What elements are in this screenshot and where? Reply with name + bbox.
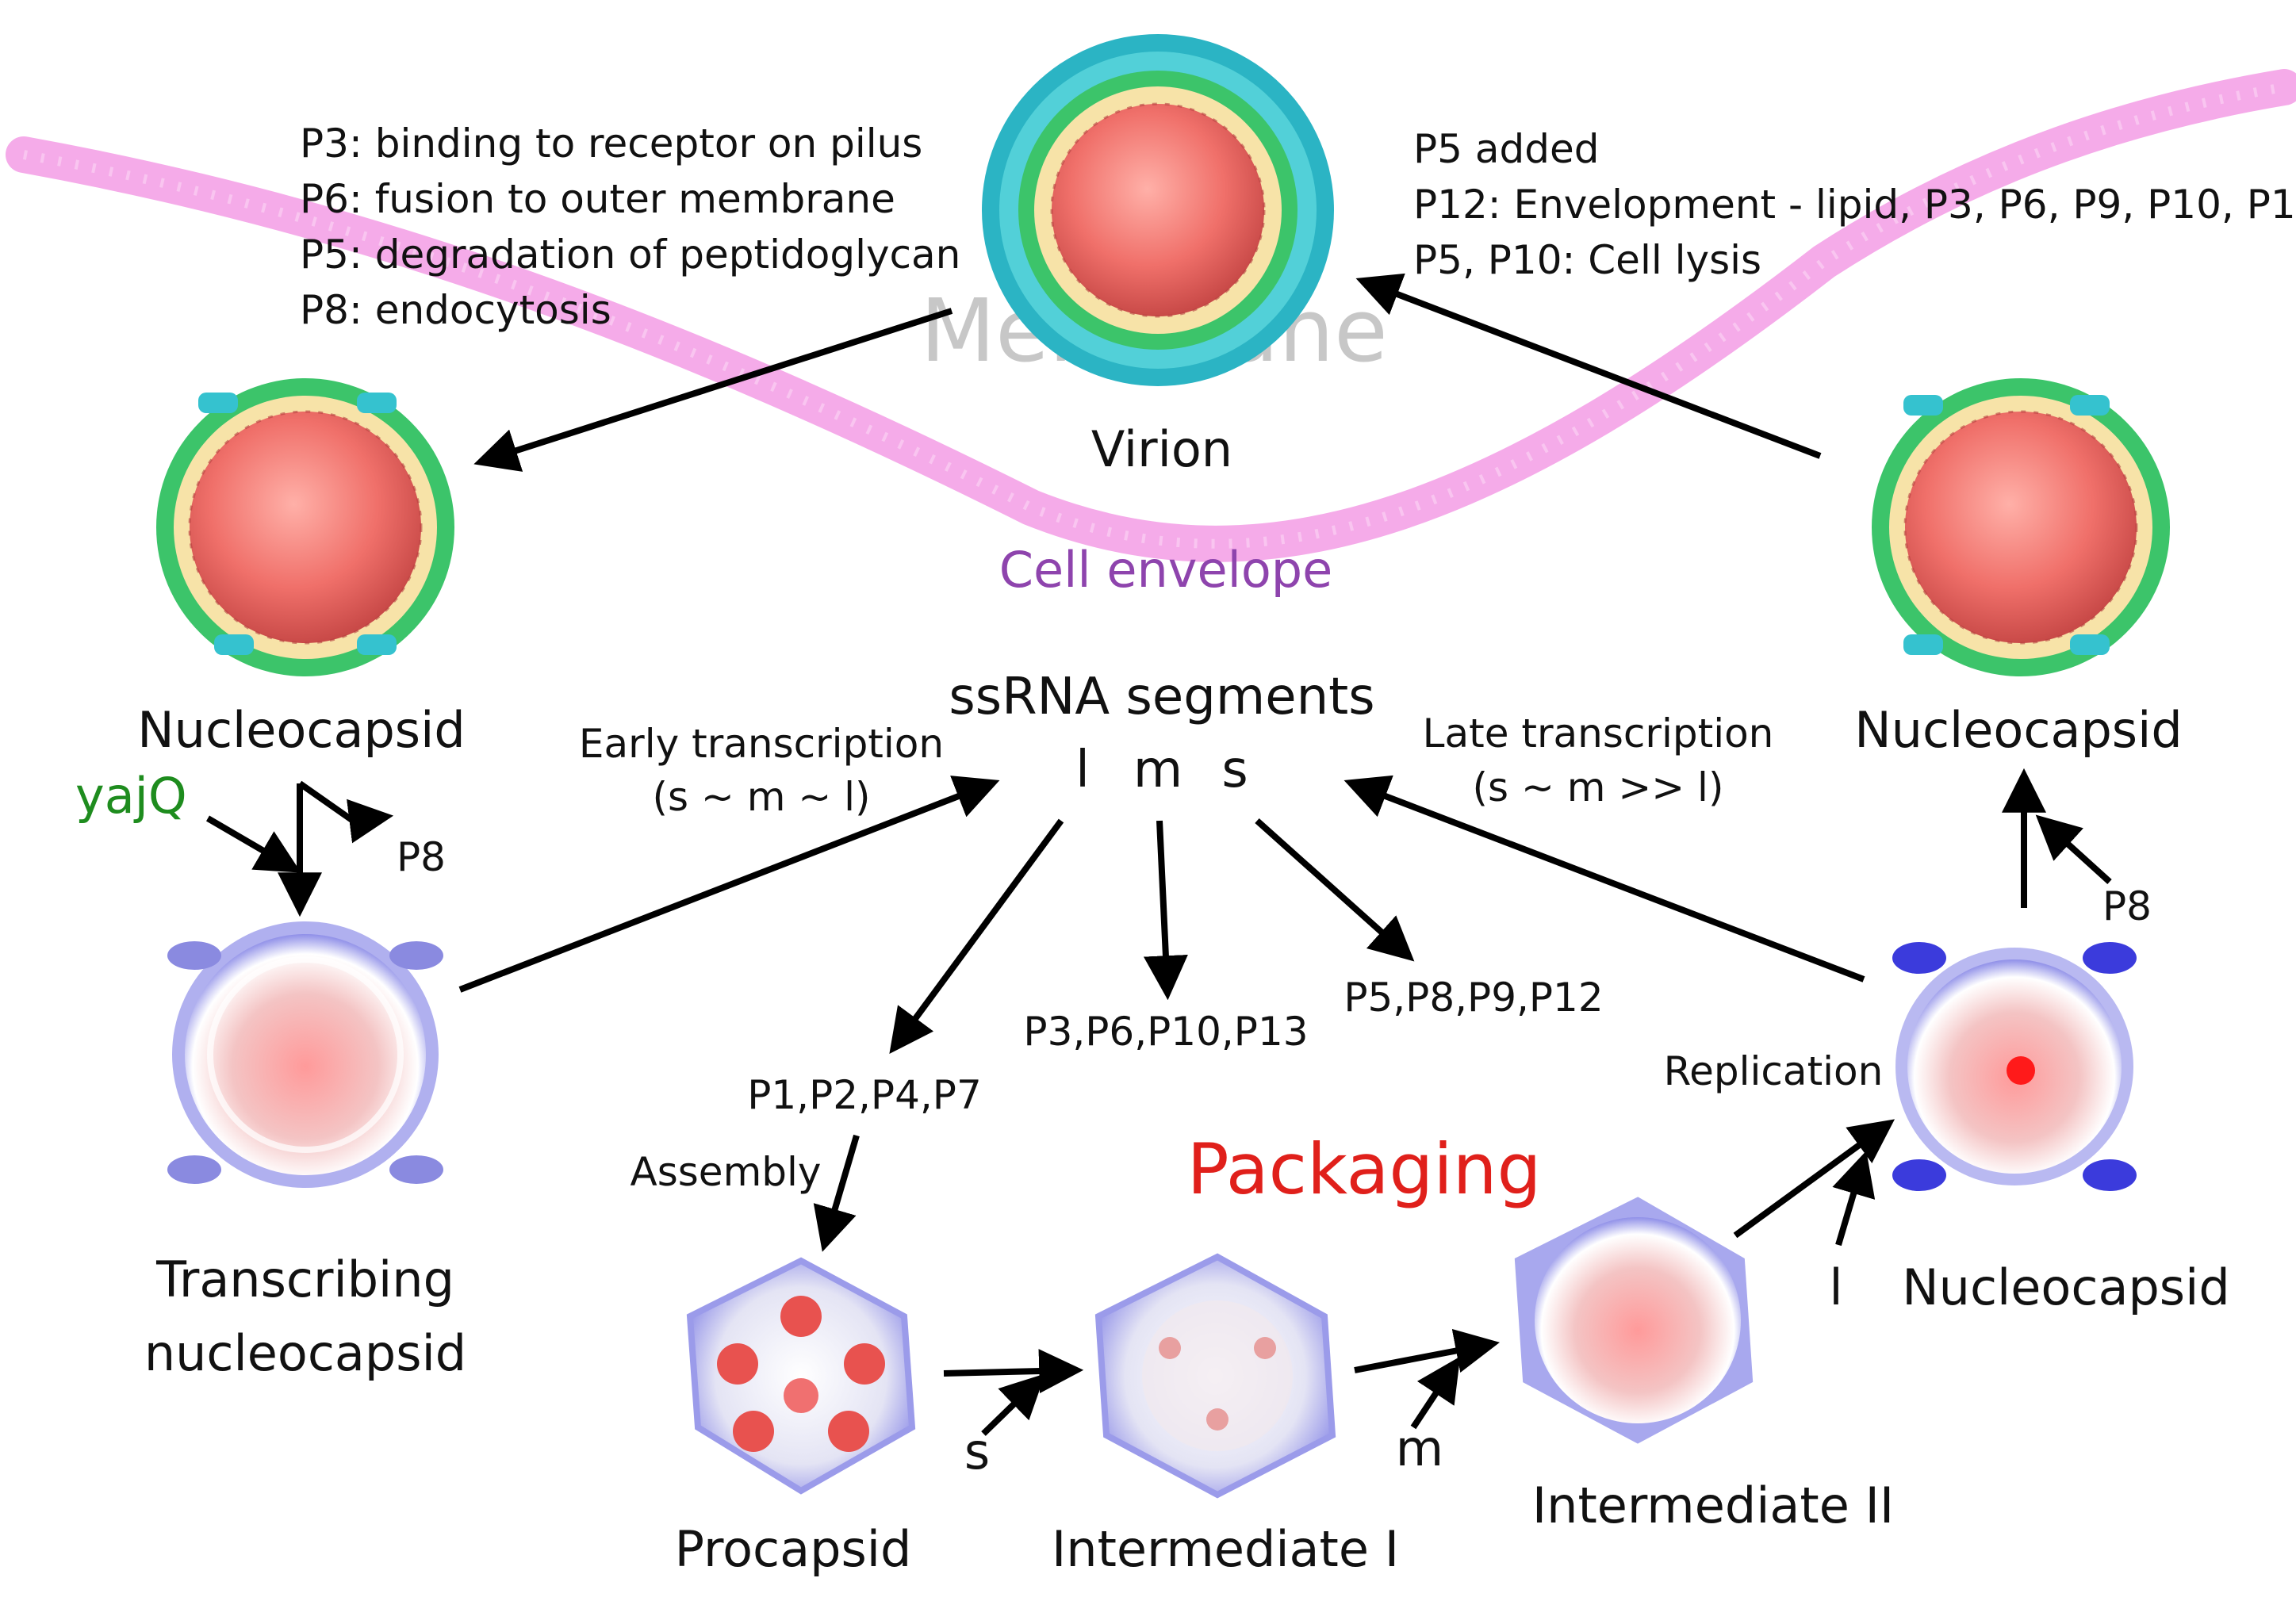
packaging-label: Packaging bbox=[1187, 1128, 1542, 1210]
arrow-early-transcription bbox=[458, 776, 1000, 993]
ssrna-segment-m: m bbox=[1133, 741, 1182, 799]
cell-envelope-membrane bbox=[6, 69, 2296, 562]
p8-right-label: P8 bbox=[2102, 883, 2152, 929]
arrow-m-input bbox=[1410, 1356, 1461, 1430]
packaging-input-l: l bbox=[1829, 1258, 1842, 1316]
late-transcription-line1: Late transcription bbox=[1423, 710, 1774, 756]
intermediate2-particle bbox=[1514, 1197, 1754, 1444]
intermediate1-label: Intermediate I bbox=[1052, 1520, 1399, 1578]
exit-note-p5-added: P5 added bbox=[1413, 126, 1599, 172]
virion-particle bbox=[982, 34, 1334, 386]
left-nucleocapsid-particle bbox=[156, 378, 454, 676]
arrow-late-transcription bbox=[1343, 775, 1865, 982]
p8-left-label: P8 bbox=[397, 834, 446, 880]
intermediate1-particle bbox=[1094, 1253, 1336, 1499]
ssrna-segment-l: l bbox=[1075, 741, 1090, 799]
left-nucleocapsid-label: Nucleocapsid bbox=[137, 701, 465, 759]
arrow-assembly bbox=[813, 1134, 860, 1252]
arrow-p8-right bbox=[2035, 814, 2112, 884]
proteins-l: P1,P2,P4,P7 bbox=[747, 1072, 982, 1118]
arrow-s-to-proteins bbox=[1255, 818, 1415, 962]
arrow-int1-to-int2 bbox=[1354, 1328, 1500, 1373]
arrow-nucleocapsid-to-virion bbox=[1355, 273, 1822, 459]
late-transcription-line2: (s ~ m >> l) bbox=[1473, 764, 1724, 810]
arrow-s-input bbox=[981, 1373, 1046, 1436]
right-nucleocapsid-label: Nucleocapsid bbox=[1854, 701, 2182, 759]
exit-note-p12: P12: Envelopment - lipid, P3, P6, P9, P1… bbox=[1413, 182, 2296, 228]
arrow-procapsid-to-int1 bbox=[943, 1349, 1084, 1394]
proteins-s: P5,P8,P9,P12 bbox=[1343, 975, 1603, 1021]
entry-note-p3: P3: binding to receptor on pilus bbox=[300, 121, 922, 167]
bottom-nucleocapsid-label: Nucleocapsid bbox=[1902, 1258, 2229, 1316]
arrow-l-to-proteins bbox=[889, 818, 1064, 1055]
procapsid-label: Procapsid bbox=[675, 1520, 912, 1578]
replication-label: Replication bbox=[1664, 1048, 1884, 1094]
cell-envelope-label: Cell envelope bbox=[999, 541, 1333, 599]
replicating-nucleocapsid-particle bbox=[1892, 942, 2137, 1191]
arrow-nucleocapsid-to-p8 bbox=[297, 780, 394, 844]
transcribing-label-line2: nucleocapsid bbox=[144, 1324, 466, 1382]
procapsid-particle bbox=[686, 1257, 916, 1495]
intermediate2-label: Intermediate II bbox=[1532, 1477, 1894, 1534]
exit-note-lysis: P5, P10: Cell lysis bbox=[1413, 237, 1761, 283]
early-transcription-line2: (s ~ m ~ l) bbox=[652, 774, 870, 820]
arrow-virion-to-nucleocapsid bbox=[473, 308, 953, 472]
ssrna-segment-s: s bbox=[1221, 741, 1248, 799]
entry-note-p8: P8: endocytosis bbox=[300, 287, 611, 333]
exit-notes: P5 added P12: Envelopment - lipid, P3, P… bbox=[1413, 126, 2296, 283]
ssrna-title: ssRNA segments bbox=[949, 668, 1374, 726]
arrow-l-input bbox=[1832, 1151, 1876, 1247]
packaging-input-m: m bbox=[1396, 1419, 1443, 1477]
arrow-int2-to-replication bbox=[1733, 1119, 1895, 1239]
entry-notes: P3: binding to receptor on pilus P6: fus… bbox=[300, 121, 960, 333]
transcribing-label-line1: Transcribing bbox=[155, 1251, 454, 1308]
assembly-label: Assembly bbox=[631, 1149, 822, 1195]
right-nucleocapsid-particle bbox=[1872, 378, 2170, 676]
arrows bbox=[205, 273, 2112, 1436]
early-transcription-line1: Early transcription bbox=[579, 721, 944, 767]
transcribing-nucleocapsid-particle bbox=[167, 921, 443, 1188]
entry-note-p6: P6: fusion to outer membrane bbox=[300, 176, 895, 222]
yajq-label: yajQ bbox=[75, 767, 187, 825]
arrow-m-to-proteins bbox=[1143, 820, 1188, 1001]
proteins-m: P3,P6,P10,P13 bbox=[1023, 1009, 1308, 1055]
virion-label: Virion bbox=[1091, 420, 1232, 478]
entry-note-p5: P5: degradation of peptidoglycan bbox=[300, 232, 960, 278]
arrow-yajq bbox=[205, 815, 301, 873]
